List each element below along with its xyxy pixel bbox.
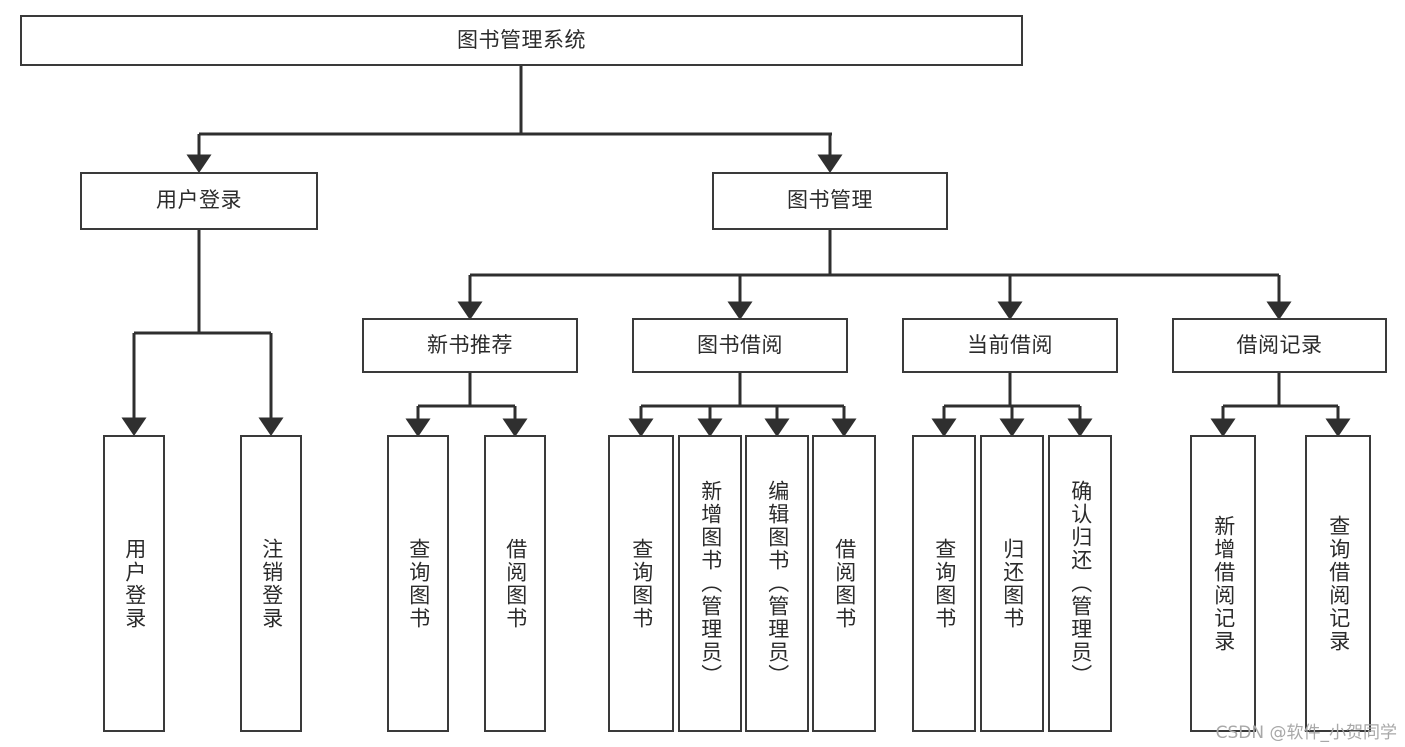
node-root-label: 图书管理系统 <box>457 27 586 52</box>
node-leaf-query-borrow-record[interactable]: 查询借阅记录 <box>1305 435 1371 732</box>
node-leaf-user-login[interactable]: 用户登录 <box>103 435 165 732</box>
node-book-borrow-label: 图书借阅 <box>697 332 783 357</box>
node-book-manage-label: 图书管理 <box>787 188 873 213</box>
node-leaf-user-logout-label: 注销登录 <box>259 537 284 630</box>
node-borrow-record-label: 借阅记录 <box>1236 332 1323 357</box>
node-user-login[interactable]: 用户登录 <box>80 172 318 230</box>
node-leaf-borrow-book-label: 借阅图书 <box>832 537 857 630</box>
node-leaf-return-book[interactable]: 归还图书 <box>980 435 1044 732</box>
node-book-manage[interactable]: 图书管理 <box>712 172 948 230</box>
node-leaf-edit-book-admin[interactable]: 编辑图书（管理员） <box>745 435 809 732</box>
node-leaf-edit-book-admin-label: 编辑图书（管理员） <box>765 480 790 687</box>
node-leaf-add-borrow-record[interactable]: 新增借阅记录 <box>1190 435 1256 732</box>
node-leaf-borrow-book-rec[interactable]: 借阅图书 <box>484 435 546 732</box>
node-borrow-record[interactable]: 借阅记录 <box>1172 318 1387 373</box>
node-leaf-query-book-rec-label: 查询图书 <box>406 537 431 630</box>
node-leaf-query-book-cur-label: 查询图书 <box>932 537 957 630</box>
node-leaf-borrow-book[interactable]: 借阅图书 <box>812 435 876 732</box>
node-leaf-user-login-label: 用户登录 <box>122 537 147 630</box>
node-leaf-add-book-admin-label: 新增图书（管理员） <box>698 480 723 687</box>
node-leaf-query-book-borrow-label: 查询图书 <box>629 537 654 630</box>
node-leaf-add-book-admin[interactable]: 新增图书（管理员） <box>678 435 742 732</box>
node-new-book-recommend-label: 新书推荐 <box>427 332 513 357</box>
node-book-borrow[interactable]: 图书借阅 <box>632 318 848 373</box>
node-current-borrow[interactable]: 当前借阅 <box>902 318 1118 373</box>
node-new-book-recommend[interactable]: 新书推荐 <box>362 318 578 373</box>
node-leaf-query-book-borrow[interactable]: 查询图书 <box>608 435 674 732</box>
node-leaf-query-borrow-record-label: 查询借阅记录 <box>1326 514 1351 653</box>
node-leaf-user-logout[interactable]: 注销登录 <box>240 435 302 732</box>
node-leaf-confirm-return-admin[interactable]: 确认归还（管理员） <box>1048 435 1112 732</box>
node-leaf-add-borrow-record-label: 新增借阅记录 <box>1211 514 1236 653</box>
node-leaf-query-book-cur[interactable]: 查询图书 <box>912 435 976 732</box>
node-user-login-label: 用户登录 <box>156 188 242 213</box>
node-leaf-confirm-return-admin-label: 确认归还（管理员） <box>1068 480 1093 687</box>
node-leaf-borrow-book-rec-label: 借阅图书 <box>503 537 528 630</box>
node-current-borrow-label: 当前借阅 <box>967 332 1053 357</box>
node-leaf-query-book-rec[interactable]: 查询图书 <box>387 435 449 732</box>
node-root[interactable]: 图书管理系统 <box>20 15 1023 66</box>
node-leaf-return-book-label: 归还图书 <box>1000 537 1025 630</box>
